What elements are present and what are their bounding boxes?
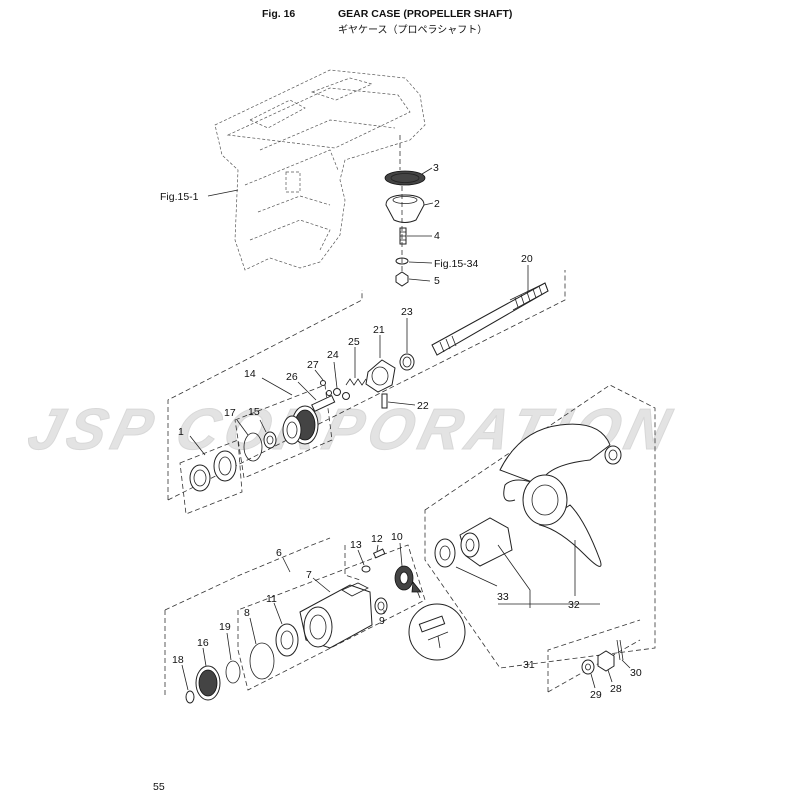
callout-12: 12 — [371, 533, 383, 545]
part-20-shaft — [431, 282, 549, 356]
gear-case-housing: Fig.15-1 — [160, 69, 426, 271]
propeller-shaft: 20 — [431, 253, 549, 356]
callout-10: 10 — [391, 531, 403, 543]
callout-9: 9 — [379, 615, 385, 627]
callout-20: 20 — [521, 253, 533, 265]
part-23-ring — [399, 353, 415, 371]
callout-29: 29 — [590, 689, 602, 701]
part-18-washer — [185, 690, 195, 704]
callout-1: 1 — [178, 426, 184, 438]
callout-14: 14 — [244, 368, 256, 380]
forward-gear-group: 26 14 15 17 1 — [178, 368, 336, 492]
callout-2: 2 — [434, 198, 440, 210]
part-27-pin — [320, 380, 326, 386]
part-22-pin — [381, 393, 388, 409]
callout-21: 21 — [373, 324, 385, 336]
part-29-washer — [581, 659, 595, 675]
part-8-oring — [249, 642, 275, 680]
part-11-bearing — [275, 623, 299, 657]
callout-5: 5 — [434, 275, 440, 287]
callout-3: 3 — [433, 162, 439, 174]
part-13-washer — [361, 565, 371, 573]
callout-31: 31 — [523, 659, 535, 671]
magnified-inset — [408, 603, 466, 661]
callout-33: 33 — [497, 591, 509, 603]
part-15-bearing — [263, 431, 277, 449]
part-21-clutch — [365, 359, 396, 393]
callout-17: 17 — [224, 407, 236, 419]
part-26-slider — [311, 394, 336, 412]
figure-title-japanese: ギヤケース（プロペラシャフト） — [338, 25, 488, 36]
callout-8: 8 — [244, 607, 250, 619]
callout-15: 15 — [248, 406, 260, 418]
callout-24: 24 — [327, 349, 339, 361]
callout-28: 28 — [610, 683, 622, 695]
callout-19: 19 — [219, 621, 231, 633]
callout-13: 13 — [350, 539, 362, 551]
part-1-bearing — [213, 450, 237, 482]
bearing-housing-group: 6 7 11 8 19 16 18 — [172, 531, 466, 704]
callout-18: 18 — [172, 654, 184, 666]
callout-4: 4 — [434, 230, 440, 242]
callout-27: 27 — [307, 359, 319, 371]
part-19-shim — [225, 660, 241, 684]
part-24-ball — [333, 388, 341, 396]
callout-fig15-1: Fig.15-1 — [160, 191, 199, 203]
callout-11: 11 — [266, 593, 277, 605]
part-2-cover — [385, 194, 425, 223]
callout-30: 30 — [630, 667, 642, 679]
part-32-propeller — [499, 423, 611, 486]
figure-number: Fig. 16 — [262, 8, 296, 20]
page-number: 55 — [153, 781, 165, 793]
part-12-bolt — [372, 548, 386, 559]
callout-16: 16 — [197, 637, 209, 649]
part-17-shim — [243, 432, 263, 462]
callout-25: 25 — [348, 336, 360, 348]
callout-26: 26 — [286, 371, 298, 383]
callout-6: 6 — [276, 547, 282, 559]
upper-parts-stack: 3 2 4 Fig.15-34 5 — [384, 162, 479, 287]
callout-22: 22 — [417, 400, 429, 412]
propeller-group: 32 33 31 29 28 30 — [434, 423, 642, 701]
figure-title: GEAR CASE (PROPELLER SHAFT) — [338, 8, 513, 20]
callout-23: 23 — [401, 306, 413, 318]
clutch-assembly: 21 23 25 24 27 22 — [307, 306, 429, 412]
part-5-nut — [395, 271, 409, 287]
part-28-nut — [597, 650, 615, 672]
part-30-cotter-pin — [616, 639, 624, 661]
callout-fig15-34: Fig.15-34 — [434, 258, 479, 270]
callout-7: 7 — [306, 569, 312, 581]
callout-32: 32 — [568, 599, 580, 611]
part-9-bearing — [374, 597, 388, 615]
part-25-spring — [345, 378, 367, 386]
